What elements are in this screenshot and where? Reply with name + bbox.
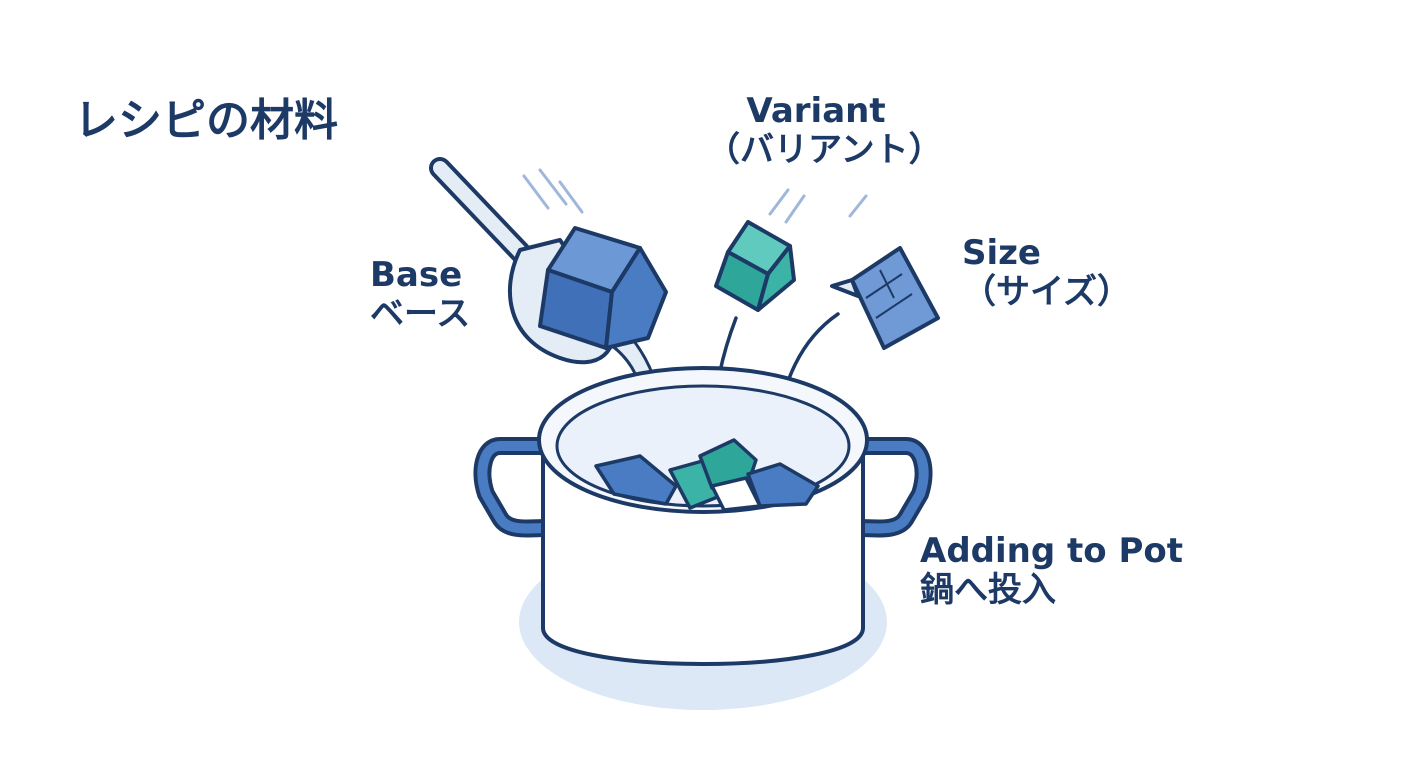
base-label-ja: ベース <box>370 294 471 335</box>
variant-label: Variant （バリアント） <box>706 91 943 171</box>
motion-lines <box>522 168 868 224</box>
variant-label-en: Variant <box>746 91 886 131</box>
pot-label: Adding to Pot 鍋へ投入 <box>920 531 1184 611</box>
base-label: Base ベース <box>370 255 471 335</box>
base-label-en: Base <box>370 255 463 295</box>
blue-cube-icon <box>538 226 668 350</box>
pot-label-ja: 鍋へ投入 <box>920 570 1056 611</box>
size-label-ja: （サイズ） <box>962 272 1131 313</box>
size-label-en: Size <box>962 233 1041 273</box>
teal-cube-icon <box>714 220 796 312</box>
size-label: Size （サイズ） <box>962 233 1131 313</box>
measuring-cup-icon <box>830 246 940 350</box>
pot-label-en: Adding to Pot <box>920 531 1184 571</box>
cooking-pot-icon <box>473 366 933 666</box>
ingredients-in-pot <box>594 438 820 512</box>
variant-label-ja: （バリアント） <box>706 130 943 171</box>
page-title: レシピの材料 <box>74 95 338 146</box>
